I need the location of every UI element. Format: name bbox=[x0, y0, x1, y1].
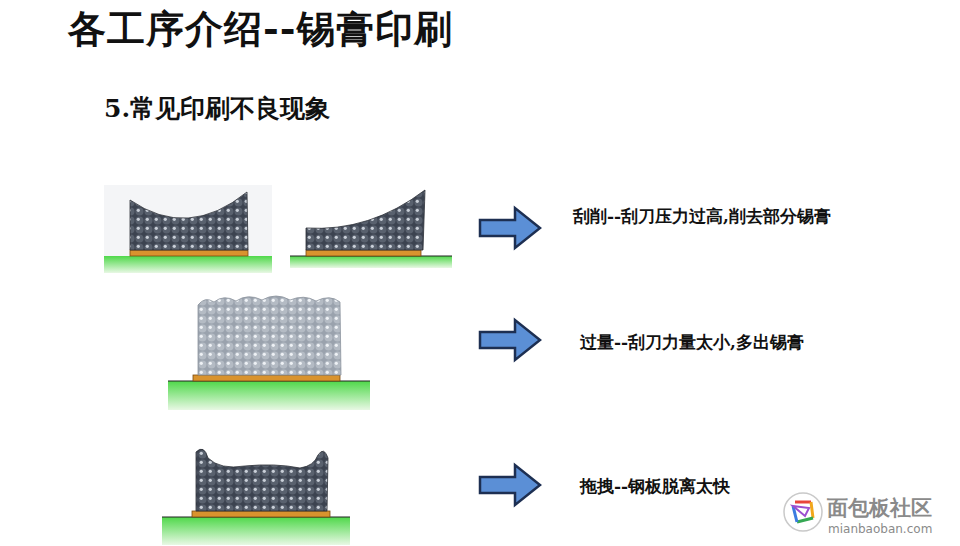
watermark-logo bbox=[784, 493, 822, 531]
excess-figure bbox=[168, 296, 370, 410]
scooping-figure bbox=[104, 185, 452, 273]
block-arrows bbox=[480, 208, 540, 505]
watermark-text: 面包板社区 bbox=[827, 494, 932, 522]
dragging-figure bbox=[162, 449, 350, 545]
slide-title: 各工序介绍--锡膏印刷 bbox=[68, 4, 453, 55]
defect-description: 过量--刮刀力量太小,多出锡膏 bbox=[580, 324, 900, 360]
watermark-url: mianbaoban.com bbox=[828, 522, 932, 536]
defect-description: 刮削--刮刀压力过高,削去部分锡膏 bbox=[573, 198, 835, 234]
section-heading: 5.常见印刷不良现象 bbox=[104, 92, 330, 125]
